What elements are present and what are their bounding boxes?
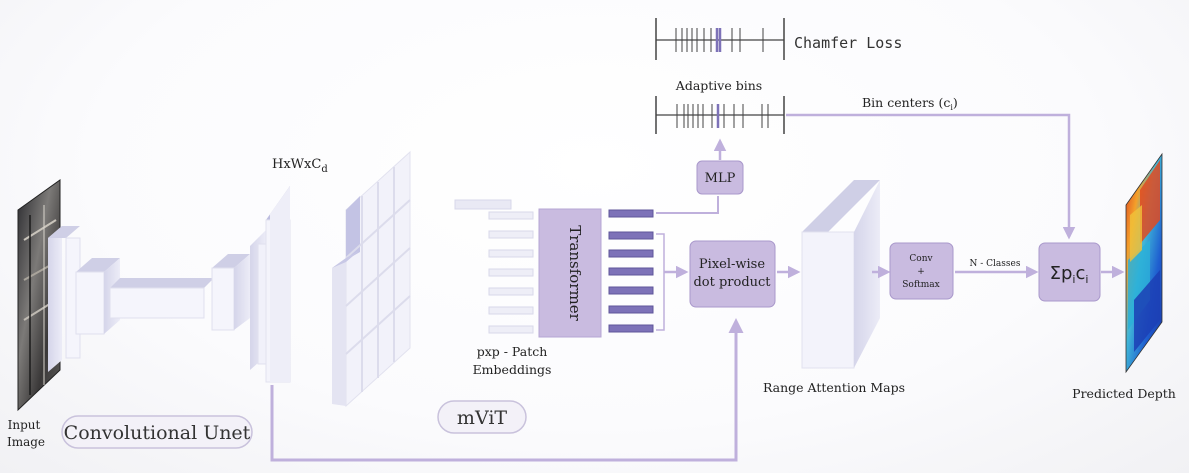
- mvit-label: mViT: [457, 407, 507, 429]
- transformer-block: Transformer: [538, 208, 602, 338]
- chamfer-bins-plot: [655, 18, 785, 60]
- unet-decoder-block-2: [250, 230, 269, 370]
- conv-unet-label: Convolutional Unet: [64, 422, 251, 444]
- conv-unet-pill: Convolutional Unet: [61, 415, 253, 449]
- patch-grid: [332, 150, 411, 408]
- mvit-pill: mViT: [437, 400, 527, 434]
- tokens-bracket: [656, 233, 665, 331]
- input-image-label-2: Image: [7, 435, 45, 449]
- bin-centers-label: Bin centers (ci): [862, 95, 958, 112]
- range-attention-label: Range Attention Maps: [763, 380, 905, 395]
- weighted-sum-label: Σpici: [1050, 263, 1089, 286]
- conv-label: Conv: [909, 254, 933, 264]
- pixelwise-dot-product-box: Pixel-wise dot product: [689, 240, 776, 308]
- unet-encoder-block-2: [75, 258, 120, 335]
- predicted-depth-map: [1125, 152, 1163, 374]
- bin-centers-arrow: [786, 113, 1076, 240]
- conv-softmax-box: Conv + Softmax: [889, 242, 954, 300]
- input-image-label: Input: [8, 418, 41, 432]
- unet-decoder-block-1: [211, 254, 250, 331]
- feature-map-block: [265, 186, 291, 383]
- skip-connection-arrow: [270, 318, 744, 462]
- adaptive-bins-label: Adaptive bins: [675, 78, 762, 93]
- predicted-depth-label: Predicted Depth: [1072, 386, 1176, 401]
- output-tokens: [608, 209, 654, 333]
- token-to-mlp-arrow: [656, 196, 719, 214]
- transformer-label: Transformer: [566, 225, 584, 321]
- patch-embeddings: [454, 199, 534, 334]
- adaptive-bins-plot: [655, 96, 785, 134]
- conv-plus-label: +: [917, 267, 925, 277]
- chamfer-loss-label: Chamfer Loss: [794, 34, 902, 52]
- n-classes-label: N - Classes: [970, 259, 1021, 269]
- mlp-box: MLP: [696, 160, 744, 195]
- patch-embeddings-label-2: Embeddings: [473, 362, 552, 377]
- pixelwise-label: Pixel-wise: [699, 257, 765, 272]
- range-attention-maps: [801, 180, 880, 369]
- weighted-sum-box: Σpici: [1038, 242, 1101, 302]
- hwc-label: HxWxCd: [272, 157, 328, 175]
- pixelwise-label-2: dot product: [693, 275, 771, 290]
- patch-embeddings-label: pxp - Patch: [477, 344, 548, 359]
- mlp-label: MLP: [705, 171, 736, 186]
- unet-encoder-block-1: [48, 226, 81, 372]
- unet-bottleneck-block: [109, 278, 214, 319]
- softmax-label: Softmax: [902, 280, 940, 290]
